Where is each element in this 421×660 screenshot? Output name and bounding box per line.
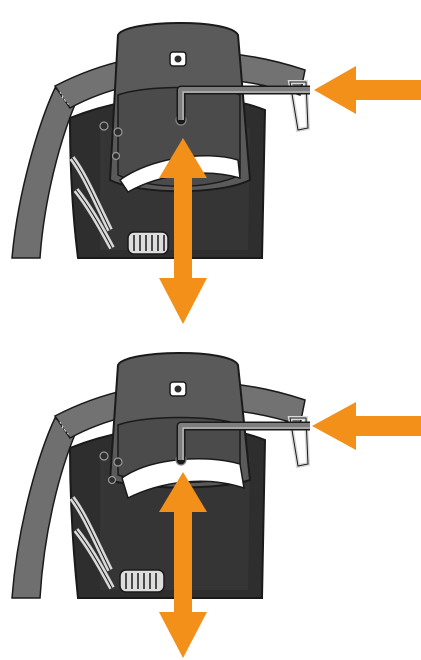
boot-adjust-illustration-top [0,0,421,330]
boot-adjust-illustration-bottom [0,330,421,660]
push-arrow-icon [314,66,421,114]
push-arrow-icon [312,402,421,450]
strap-back [12,88,76,258]
ratchet [128,232,168,254]
boot-adjust-figure-top [0,0,421,330]
strap-back [12,418,76,598]
screw-icon [170,382,186,396]
ratchet [120,570,164,592]
boot-adjust-figure-bottom [0,330,421,660]
screw-icon [170,52,186,66]
